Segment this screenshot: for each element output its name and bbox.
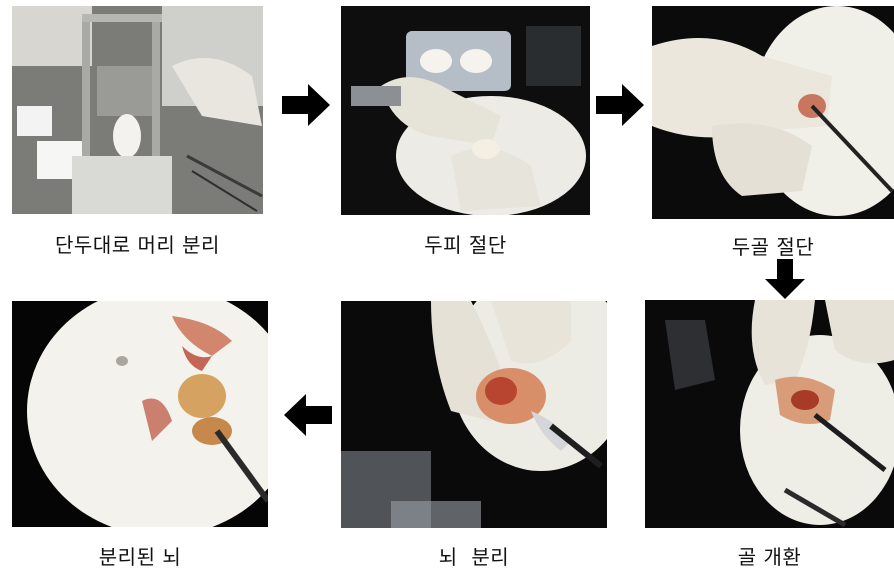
caption-skull-cut-step: 두골 절단 (652, 231, 894, 260)
caption-brain-removal-step: 뇌 분리 (341, 541, 607, 570)
photo-scalp-cut-step (341, 6, 590, 215)
photo-skull-cut-step (652, 6, 894, 219)
photo-bone-opening-step (645, 300, 894, 528)
photo-isolated-brain-step (12, 301, 268, 527)
caption-isolated-brain-step: 분리된 뇌 (12, 541, 268, 570)
arrow-right-icon (282, 84, 330, 126)
arrow-right-icon (596, 84, 644, 126)
caption-scalp-cut-step: 두피 절단 (341, 229, 590, 258)
photo-brain-removal-step (341, 301, 607, 528)
photo-guillotine-step (12, 6, 263, 214)
arrow-down-icon (765, 259, 805, 299)
caption-guillotine-step: 단두대로 머리 분리 (12, 229, 263, 258)
arrow-left-icon (284, 394, 332, 436)
caption-bone-opening-step: 골 개환 (645, 541, 894, 570)
